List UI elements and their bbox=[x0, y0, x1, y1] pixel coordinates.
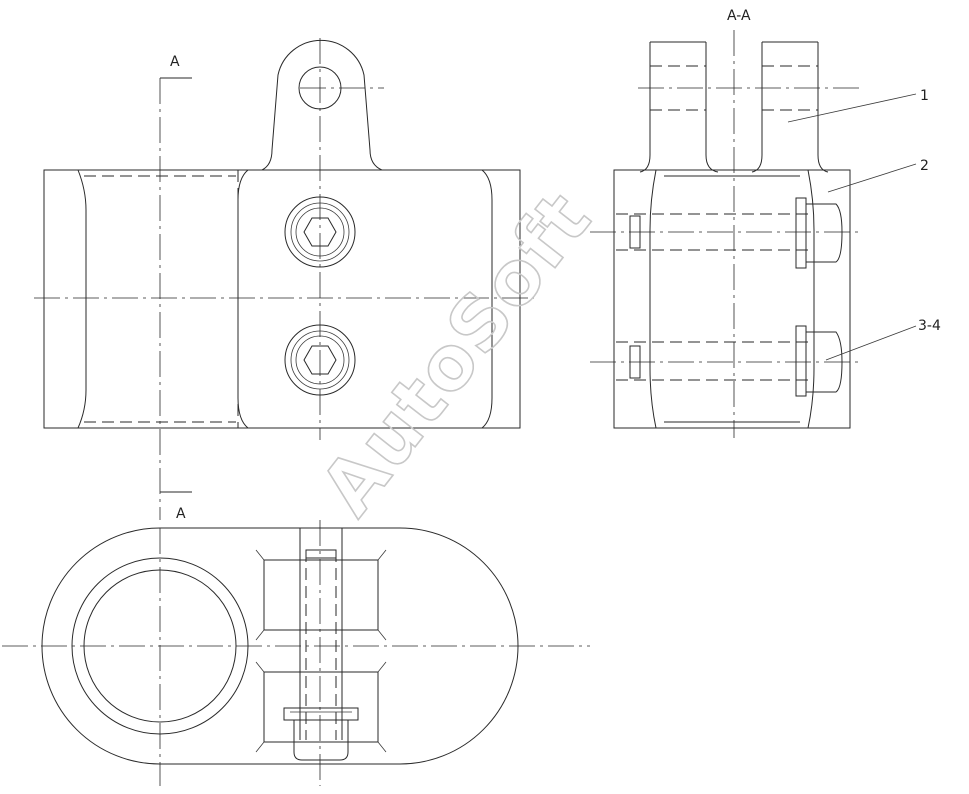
bolt-head-top bbox=[283, 707, 359, 761]
left-wall-hatch bbox=[613, 169, 657, 429]
pocket-lower bbox=[263, 671, 379, 743]
front-body bbox=[43, 169, 521, 429]
fork-hole-hidden bbox=[650, 65, 818, 111]
bolt-head-section-upper bbox=[795, 197, 843, 269]
right-fork-inner bbox=[751, 42, 763, 173]
bolt-shank bbox=[299, 528, 343, 740]
section-body bbox=[613, 169, 851, 429]
section-mark-top: A bbox=[170, 54, 180, 70]
watermark: AutoSoft bbox=[304, 176, 608, 531]
left-fork-inner bbox=[705, 42, 719, 173]
bolt-shank-hidden bbox=[305, 550, 337, 740]
front-left-end-arc bbox=[77, 169, 87, 429]
callout-leader-2 bbox=[827, 163, 917, 193]
callout-2: 2 bbox=[920, 158, 929, 174]
callout-1: 1 bbox=[920, 88, 929, 104]
callout-leader-1 bbox=[787, 93, 917, 123]
right-wall-hatch bbox=[807, 169, 851, 429]
left-fork-outer bbox=[639, 42, 651, 173]
callout-leader-3 bbox=[825, 325, 917, 361]
right-fork-outer bbox=[817, 42, 829, 173]
pocket-upper bbox=[263, 559, 379, 631]
bolt-hidden-lines bbox=[616, 213, 808, 381]
front-lug-outline bbox=[261, 39, 383, 171]
front-view: A A bbox=[34, 38, 534, 522]
section-title: A-A bbox=[727, 8, 751, 24]
section-marker-ticks bbox=[160, 77, 192, 493]
bolt-top-cap bbox=[305, 549, 337, 559]
callout-3-4: 3-4 bbox=[918, 318, 941, 334]
pocket-chamfers bbox=[255, 549, 387, 753]
bolt-head-section-lower bbox=[795, 325, 843, 397]
section-view: A-A 1 2 3-4 bbox=[590, 8, 941, 438]
top-view bbox=[2, 520, 590, 786]
top-outline bbox=[41, 527, 519, 765]
section-mark-bottom: A bbox=[176, 506, 186, 522]
section-bore-lines bbox=[664, 175, 800, 423]
front-right-arc bbox=[481, 169, 493, 429]
front-bore-edge bbox=[237, 169, 249, 429]
